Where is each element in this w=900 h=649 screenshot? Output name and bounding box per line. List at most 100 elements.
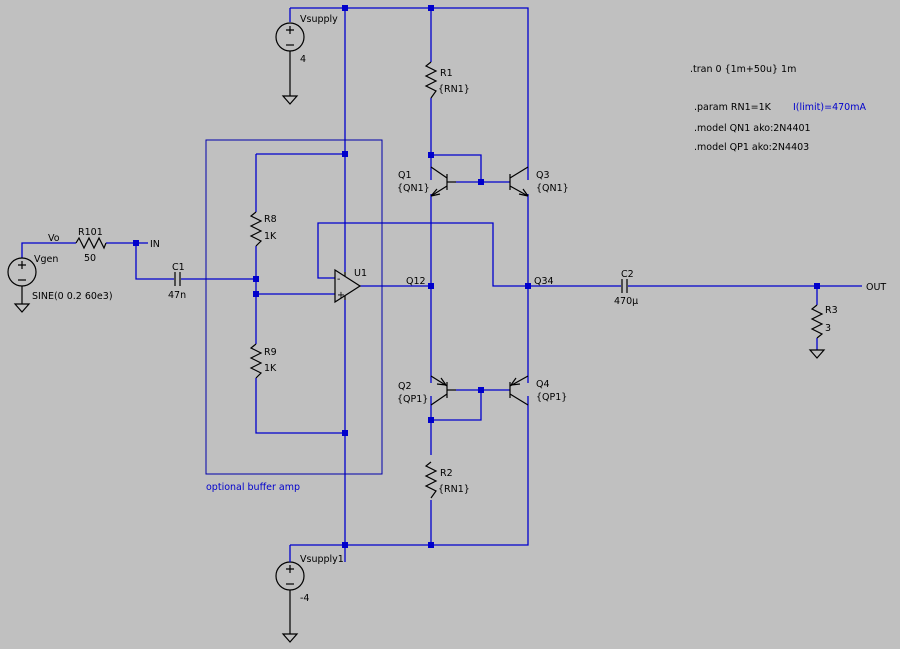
vsupply1-value: -4 [300,593,309,604]
r101-zigzag [75,236,107,250]
q1-model: {QN1} [397,183,430,194]
wire-in-down [135,243,174,280]
q1-name: Q1 [398,170,412,181]
opamp-minus-label: - [337,274,340,285]
junction-dot [253,276,259,282]
vsupply-name: Vsupply [300,14,338,25]
resistor-r9: R9 1K [249,343,277,379]
plus-icon [286,26,294,34]
q3-emitter [509,185,529,197]
q1-collector [430,166,448,179]
directive-model-qn1: .model QN1 ako:2N4401 [694,123,811,134]
ground-icon [808,349,826,359]
q3-name: Q3 [536,170,550,181]
junction-dot [478,387,484,393]
wire-r9-lead-bottom [255,378,345,434]
r2-zigzag [424,461,438,499]
junction-dot [253,291,259,297]
wire-vsupply-top [290,7,529,180]
opamp-plus-label: + [337,290,345,301]
junction-dot [525,283,531,289]
q1-emitter [430,185,448,197]
q4-collector [509,393,529,406]
net-label-q12: Q12 [406,276,426,287]
r2-value: {RN1} [438,484,470,495]
junction-dot [428,542,434,548]
r9-name: R9 [264,347,277,358]
q3-model: {QN1} [536,183,569,194]
capacitor-c2: C2 470µ [614,269,638,307]
r3-name: R3 [825,305,838,316]
r101-name: R101 [78,227,103,238]
c2-value: 470µ [614,296,638,307]
junction-dot [428,417,434,423]
resistor-r1: R1 {RN1} [424,61,470,99]
buffer-box-label: optional buffer amp [206,482,300,493]
resistor-r101: R101 50 [75,227,107,264]
r1-name: R1 [440,68,453,79]
capacitor-c1: C1 47n [168,262,186,301]
q2-collector [430,393,448,406]
buffer-box [205,139,383,475]
ground-icon [281,95,299,105]
resistor-r2: R2 {RN1} [424,461,470,499]
transistor-q4: Q4 {QP1} [509,375,567,406]
q4-arrow [510,377,521,386]
junction-dot [133,240,139,246]
r8-value: 1K [264,231,277,242]
opamp-u1: - + U1 [334,268,367,304]
r3-zigzag [810,304,824,339]
r8-name: R8 [264,214,277,225]
wire-q2-base-tie [431,390,482,421]
wire-q1-base-tie [431,154,482,182]
vsupply-source: Vsupply 4 [275,8,338,105]
vsupply-value: 4 [300,54,306,65]
junctions [133,5,820,548]
r101-value: 50 [84,253,96,264]
wire-feedback [317,222,528,287]
junction-dot [342,542,348,548]
junction-dot [342,151,348,157]
junction-dot [342,430,348,436]
transistor-q3: Q3 {QN1} [509,166,569,197]
vsupply1-source: Vsupply1 -4 [275,545,344,643]
q2-name: Q2 [398,381,412,392]
c2-plates [621,279,628,293]
q3-collector [509,166,529,179]
plus-icon [286,565,294,573]
q2-model: {QP1} [397,394,428,405]
resistor-r3: R3 3 [808,304,838,359]
net-label-vo: Vo [48,233,60,244]
transistor-q1: Q1 {QN1} [397,166,456,197]
r1-zigzag [424,61,438,99]
junction-dot [428,5,434,11]
junction-dot [428,283,434,289]
q4-model: {QP1} [536,392,567,403]
net-label-out: OUT [866,282,886,293]
junction-dot [428,152,434,158]
c1-value: 47n [168,290,186,301]
vgen-value: SINE(0 0.2 60e3) [32,291,113,302]
junction-dot [814,283,820,289]
net-label-q34: Q34 [534,276,554,287]
vgen-source: Vgen SINE(0 0.2 60e3) [7,254,113,313]
opamp-name: U1 [354,268,367,279]
net-labels: Vo IN Q12 Q34 OUT [48,233,886,293]
ground-icon [281,633,299,643]
vsupply1-name: Vsupply1 [300,554,344,565]
c1-plates [174,272,181,286]
wire-bottom-rail [290,396,529,546]
r3-value: 3 [825,323,831,334]
r8-zigzag [249,211,263,247]
directive-param: .param RN1=1K [694,102,772,113]
r9-value: 1K [264,363,277,374]
q4-name: Q4 [536,379,550,390]
r9-zigzag [249,343,263,379]
net-label-in: IN [150,239,160,250]
q3-arrow [518,188,529,197]
directive-comment: I(limit)=470mA [793,102,866,113]
q2-arrow [436,377,447,386]
wire-vgen-top [21,242,76,258]
q1-arrow [430,188,441,197]
